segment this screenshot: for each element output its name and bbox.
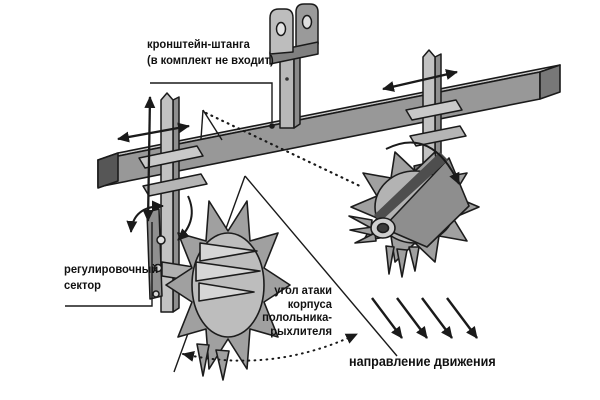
bracket-arm-label: кронштейн-штанга (в комплект не входит) (147, 36, 274, 68)
movement-direction-text: направление движения (349, 354, 496, 369)
movement-arrow-1 (371, 297, 403, 339)
right-rotor-spike-down-2 (396, 248, 408, 278)
adjustment-sector-label-line2: сектор (64, 278, 101, 292)
adjustment-sector-label: регулировочный сектор (64, 261, 158, 293)
movement-arrow-3 (421, 297, 453, 339)
rotor-rotation-arrow (385, 141, 460, 185)
movement-arrow-2 (396, 297, 428, 339)
attack-angle-label: угол атаки корпуса полольника- рыхлителя (237, 283, 332, 338)
tilt-reference-dotted-line (204, 111, 364, 189)
bracket-arm-label-line2: (в комплект не входит) (147, 53, 274, 67)
clevis-back-hole (301, 14, 313, 30)
right-rotor (348, 151, 480, 278)
right-rotor-spike-down-3 (408, 246, 420, 272)
bracket-leader-line (150, 82, 273, 122)
right-rotor-ridge (374, 152, 448, 222)
clevis-bracket (269, 3, 319, 129)
tilt-wedge-line-1 (200, 109, 204, 140)
left-mount (138, 92, 208, 313)
leader-lines (65, 82, 275, 307)
left-rotor-fin-1 (199, 242, 258, 262)
pivot-rotation-arrow (126, 200, 164, 233)
right-rotor-spike-left-2 (349, 226, 374, 236)
movement-arrows (371, 297, 478, 339)
attack-angle-label-line3: полольника- (262, 310, 332, 324)
vertical-adjust-arrow (142, 96, 156, 222)
adjustment-sector-label-line1: регулировочный (64, 262, 159, 276)
left-rotor-spike-a (196, 343, 210, 377)
horizontal-adjust-arrow-right (382, 69, 458, 92)
movement-direction-label: направление движения (349, 354, 496, 370)
clevis-post-hole (285, 77, 289, 81)
right-rotor-spike-down-1 (385, 245, 395, 275)
clevis-front-hole (275, 21, 287, 37)
beam-left-end-cap (97, 152, 119, 189)
attack-angle-arc (182, 333, 358, 362)
right-rotor-spike-left-3 (354, 232, 377, 244)
travel-reference-line (244, 175, 398, 357)
bracket-leader-dot (269, 123, 275, 129)
right-clamp-upper-plate (405, 99, 463, 121)
arrows (117, 69, 478, 362)
right-rotor-cone (382, 157, 470, 248)
pivot-bolt (156, 235, 166, 245)
clevis-post-side (293, 54, 301, 129)
attack-angle-label-line2: корпуса (287, 296, 332, 311)
axle-bolt (153, 263, 163, 273)
bracket-arm-label-line1: кронштейн-штанга (147, 37, 250, 51)
beam-right-end-cap (539, 64, 561, 100)
right-rotor-hub-hole (376, 222, 390, 234)
attack-angle-label-line1: угол атаки (274, 283, 332, 297)
tilt-arrow (177, 195, 193, 241)
left-rotor-fin-2 (195, 261, 261, 282)
right-rotor-spike-left-1 (348, 215, 373, 229)
sector-leader-line (65, 222, 153, 307)
clevis-bridge (269, 41, 319, 65)
tilt-wedge-line-2 (202, 109, 223, 141)
horizontal-adjust-arrow-left (117, 122, 190, 143)
movement-arrow-4 (446, 297, 478, 339)
left-post-front (160, 92, 174, 313)
attack-angle-label-line4: рыхлителя (270, 323, 332, 338)
clevis-post (279, 57, 295, 129)
left-rotor-fin-3 (198, 282, 255, 302)
left-rotor-spike-b (215, 349, 230, 381)
sector-bolt (152, 290, 160, 298)
